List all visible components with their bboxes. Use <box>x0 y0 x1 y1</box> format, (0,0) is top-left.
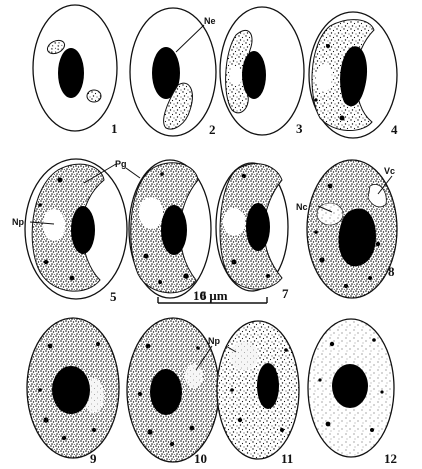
cell-5: Pg Np 5 <box>12 159 127 304</box>
callout-pg: Pg <box>115 159 127 169</box>
cell-9: 9 <box>27 318 119 466</box>
cell-8-nucleolus-region <box>317 203 343 225</box>
cell-4-number: 4 <box>391 122 398 137</box>
cell-1: 1 <box>33 5 118 136</box>
cell-3-number: 3 <box>296 121 303 136</box>
cell-8: Vc Nc 8 <box>296 160 397 298</box>
cell-10: 10 <box>127 318 219 466</box>
cell-7-pale-zone <box>223 208 245 236</box>
cell-7-number: 7 <box>282 286 289 301</box>
cell-11: Np 11 <box>208 321 299 466</box>
cell-7-nucleus <box>246 203 270 251</box>
cell-12: 12 <box>308 319 397 466</box>
cell-8-number: 8 <box>388 264 395 279</box>
cell-4-pale-zone <box>316 64 332 92</box>
cell-11-nucleus <box>257 363 279 409</box>
cell-3-nucleus <box>242 51 266 99</box>
callout-ne: Ne <box>204 16 216 26</box>
cell-4: 4 <box>309 12 398 138</box>
cell-10-nucleus <box>150 369 182 415</box>
callout-np-bottom: Np <box>208 336 220 346</box>
cell-5-nucleus <box>71 206 95 254</box>
cell-9-number: 9 <box>90 451 97 466</box>
cell-6: 6 <box>126 160 211 303</box>
cell-5-number: 5 <box>110 289 117 304</box>
cell-1-number: 1 <box>111 121 118 136</box>
callout-np-left: Np <box>12 217 24 227</box>
cell-12-nucleus <box>332 364 368 408</box>
cell-10-pale-zone <box>185 364 203 388</box>
cell-6-nucleus <box>161 205 187 255</box>
cell-9-nucleus <box>52 366 90 414</box>
cell-1-granule-bottom <box>87 90 101 102</box>
cell-5-pale-zone <box>43 209 65 241</box>
cell-12-number: 12 <box>384 451 397 466</box>
scale-bar-label: 10 µm <box>193 288 228 303</box>
cell-11-number: 11 <box>281 451 293 466</box>
cell-2-number: 2 <box>209 122 216 137</box>
cell-3-pale-zone <box>230 66 242 86</box>
cell-11-pale-zone <box>230 342 258 370</box>
cell-8-nucleus <box>339 208 377 266</box>
cell-7: 7 <box>216 163 289 301</box>
cell-6-pg-leader <box>126 168 140 178</box>
cell-6-pale-zone <box>139 197 163 229</box>
callout-nc: Nc <box>296 202 308 212</box>
cell-10-number: 10 <box>194 451 207 466</box>
callout-vc: Vc <box>384 166 395 176</box>
cell-2: Ne 2 <box>130 8 216 137</box>
cell-1-nucleus <box>58 48 84 98</box>
cell-3: 3 <box>220 7 304 136</box>
